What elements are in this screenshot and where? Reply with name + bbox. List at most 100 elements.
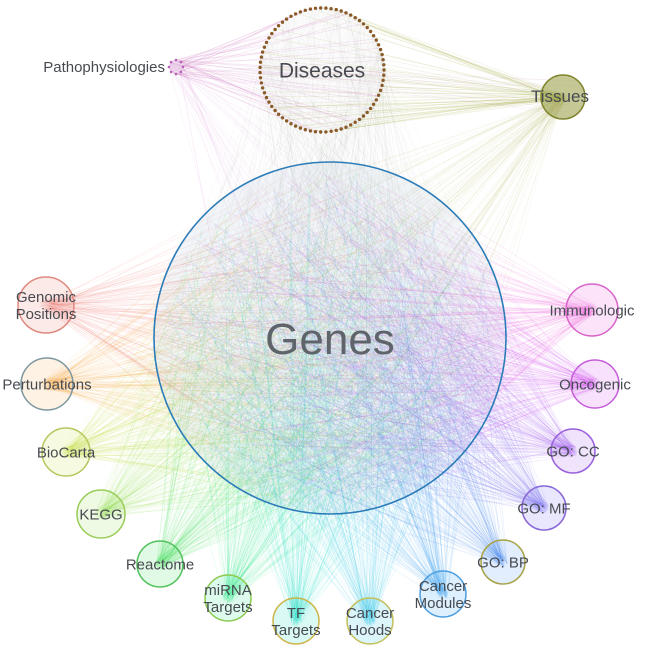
node-circle	[136, 540, 184, 588]
ring-dot	[293, 12, 298, 16]
node-pathophysiologies[interactable]	[167, 58, 185, 76]
ring-dot	[324, 130, 328, 134]
ring-dot	[313, 130, 318, 134]
ring-dot	[258, 70, 262, 75]
node-fill	[169, 60, 183, 74]
ring-dot	[179, 60, 183, 64]
edge-bundle-biocarta-to-genes	[60, 174, 474, 505]
node-label-tf_targets: TF	[287, 605, 305, 622]
node-label-genes: Genes	[265, 315, 395, 364]
ring-dot	[179, 70, 183, 74]
edge-bundle-immunologic-to-genes	[164, 171, 599, 506]
ring-dot	[169, 60, 173, 64]
node-biocarta[interactable]	[41, 427, 91, 477]
ring-dot	[319, 6, 323, 10]
ring-dot	[303, 128, 307, 132]
ring-dot	[381, 78, 385, 83]
node-tissues[interactable]	[540, 74, 586, 120]
node-perturbations[interactable]	[20, 357, 74, 411]
ring-dot	[378, 88, 383, 93]
ring-dot	[276, 24, 281, 28]
node-label-kegg: KEGG	[79, 506, 122, 523]
node-go_mf[interactable]	[521, 485, 567, 531]
edge-bundle-tissues-to-genes	[176, 92, 569, 505]
edge-bundle-diseases-to-genes	[162, 7, 497, 503]
ring-dot	[262, 45, 267, 49]
edge-bundle-pathophysiologies-to-diseases	[168, 9, 385, 133]
ring-dot	[258, 76, 263, 80]
node-tf_targets[interactable]	[272, 597, 320, 645]
edge-bundle-go_bp-to-genes	[165, 176, 508, 568]
node-circle	[480, 539, 526, 585]
ring-dot	[267, 100, 271, 104]
ring-dot	[308, 129, 313, 133]
ring-dot	[284, 17, 289, 21]
ring-dot	[169, 70, 173, 74]
ring-dot	[293, 124, 298, 128]
ring-dot	[262, 91, 267, 95]
node-go_bp[interactable]	[480, 539, 526, 585]
node-reactome[interactable]	[136, 540, 184, 588]
edge-bundle-kegg-to-genes	[94, 183, 487, 521]
edge-bundle-tissues-to-diseases	[259, 7, 568, 133]
ring-dot	[376, 93, 381, 97]
ring-dot	[329, 129, 333, 133]
ring-dot	[361, 22, 366, 26]
node-label-go_cc: GO: CC	[546, 443, 600, 460]
ring-dot	[174, 72, 178, 76]
ring-dot	[334, 7, 338, 12]
node-genomic_positions[interactable]	[17, 276, 75, 334]
ring-dot	[344, 125, 348, 129]
node-circle	[419, 570, 467, 618]
ring-dot	[339, 9, 343, 13]
node-label-mirna_targets: Targets	[203, 599, 252, 616]
ring-dot	[382, 68, 386, 72]
node-label-genomic_positions: Positions	[16, 306, 77, 323]
edge-bundle-pathophysiologies-to-genes	[168, 59, 498, 482]
node-circle	[204, 574, 252, 622]
node-label-perturbations: Perturbations	[2, 376, 91, 393]
ring-dot	[381, 58, 385, 62]
ring-dot	[344, 11, 348, 15]
edge-bundle-genomic_positions-to-genes	[39, 176, 498, 501]
ring-dot	[298, 10, 303, 14]
ring-dot	[289, 122, 293, 126]
node-immunologic[interactable]	[565, 283, 619, 337]
node-label-go_mf: GO: MF	[517, 500, 570, 517]
ring-dot	[276, 112, 281, 117]
node-mirna_targets[interactable]	[204, 574, 252, 622]
node-label-reactome: Reactome	[126, 556, 194, 573]
node-kegg[interactable]	[76, 489, 126, 539]
node-genes[interactable]	[153, 161, 507, 515]
node-label-cancer_modules: Cancer	[419, 578, 467, 595]
node-oncogenic[interactable]	[570, 359, 620, 409]
ring-dot	[308, 7, 313, 11]
node-go_cc[interactable]	[550, 428, 596, 474]
node-cancer_modules[interactable]	[419, 570, 467, 618]
edge-bundle-tf_targets-to-genes	[164, 182, 496, 627]
node-fill	[260, 8, 384, 132]
node-circle	[570, 359, 620, 409]
ring-dot	[313, 6, 318, 10]
ring-dot	[374, 38, 378, 42]
ring-dot	[349, 123, 353, 127]
node-circle	[272, 597, 320, 645]
node-diseases[interactable]	[258, 6, 386, 134]
edge-bundle-reactome-to-genes	[154, 176, 495, 570]
node-label-tissues: Tissues	[531, 87, 589, 106]
ring-dot	[368, 29, 373, 34]
ring-dot	[380, 52, 384, 57]
ring-dot	[264, 40, 269, 45]
node-cancer_hoods[interactable]	[346, 597, 394, 645]
ring-dot	[353, 16, 357, 20]
ring-dot	[361, 114, 366, 118]
ring-dot	[378, 47, 383, 52]
ring-dot	[382, 73, 386, 77]
node-circle	[17, 276, 75, 334]
ring-dot	[368, 106, 373, 111]
edge-bundle-go_mf-to-genes	[165, 175, 550, 514]
node-circle	[521, 485, 567, 531]
ring-dot	[273, 108, 277, 113]
ring-dot	[357, 18, 362, 23]
